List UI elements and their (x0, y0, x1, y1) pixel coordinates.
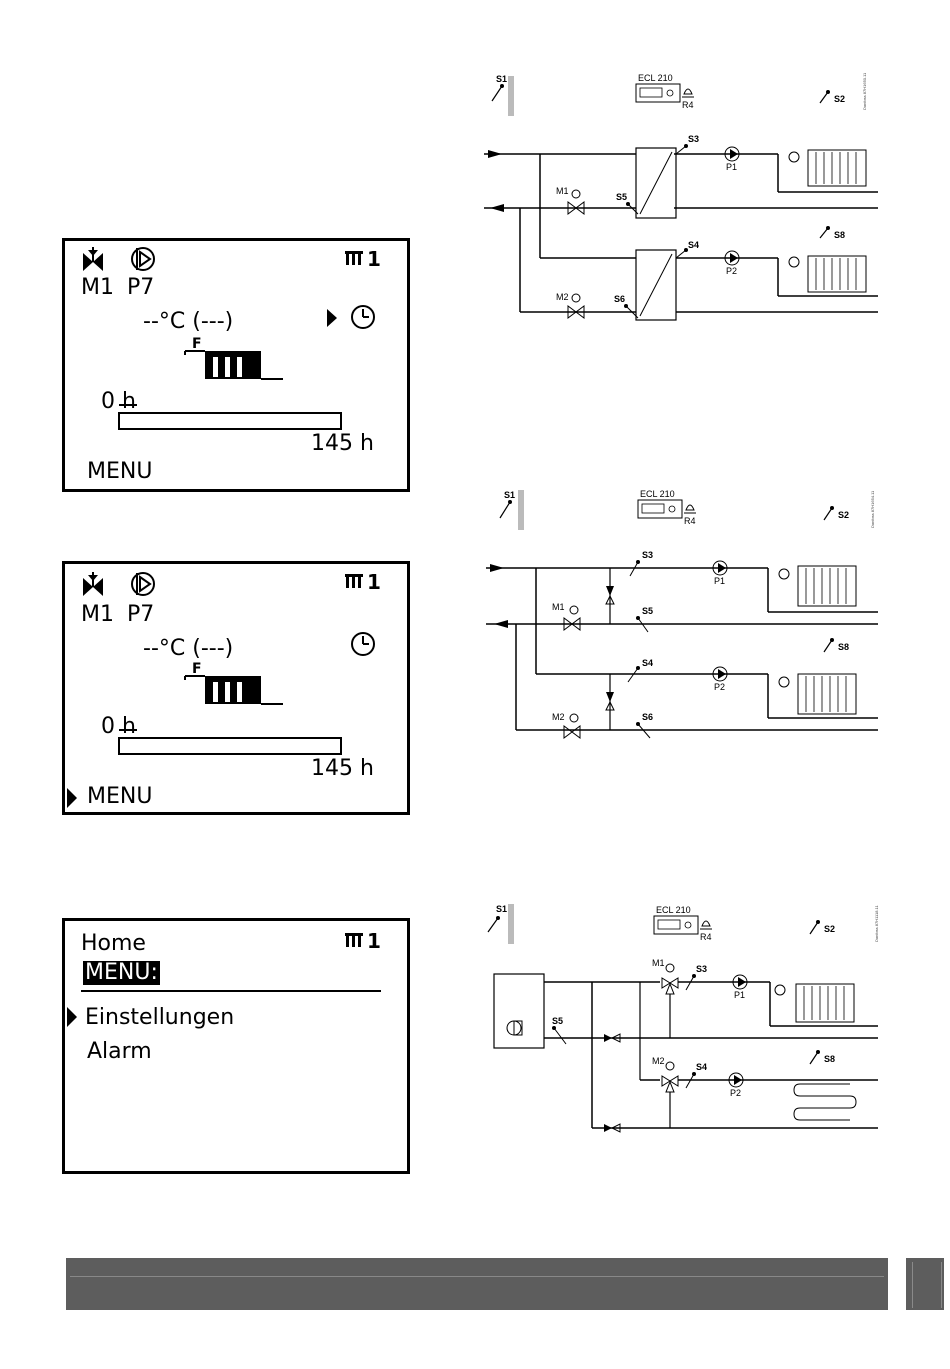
svg-text:S6: S6 (642, 712, 653, 722)
pump-icon (132, 573, 154, 595)
menu-item-alarm[interactable]: Alarm (87, 1041, 152, 1063)
svg-text:S2: S2 (824, 924, 835, 934)
hours-end: 145 h (311, 758, 374, 780)
mixer-label: M1 (81, 277, 114, 299)
svg-text:P1: P1 (714, 576, 725, 586)
display-panel-1: M1 P7 1 --°C (---) F 0 h 145 h MENU (62, 238, 410, 492)
svg-text:M2: M2 (556, 292, 569, 302)
comfort-schedule-bars (185, 676, 283, 704)
home-label[interactable]: Home (81, 933, 146, 955)
svg-text:M1: M1 (552, 602, 565, 612)
page-tab-marker (912, 1262, 942, 1308)
mixer-valve-icon (83, 572, 103, 596)
mixer-valve-icon (83, 247, 103, 271)
flag-label: F (192, 662, 202, 676)
svg-text:S1: S1 (496, 904, 507, 914)
svg-text:S4: S4 (696, 1062, 707, 1072)
svg-text:S8: S8 (838, 642, 849, 652)
mixer-label: M1 (81, 604, 114, 626)
menu-header: MENU: (83, 961, 160, 985)
svg-text:S5: S5 (642, 606, 653, 616)
diagram-code: Danfoss 87H1654.11 (870, 490, 875, 528)
svg-text:S8: S8 (834, 230, 845, 240)
system-diagram-1: S1 ECL 210 R4 S2 Danfoss 87H1650.11 S3 P… (480, 70, 890, 330)
svg-text:P2: P2 (714, 682, 725, 692)
selector-arrow-icon (67, 1007, 77, 1027)
svg-text:S5: S5 (552, 1016, 563, 1026)
svg-text:S6: S6 (614, 294, 625, 304)
svg-text:R4: R4 (682, 100, 694, 110)
selector-arrow-icon (67, 788, 77, 808)
svg-text:S3: S3 (696, 964, 707, 974)
hours-start: 0 h (101, 391, 136, 413)
svg-text:P1: P1 (726, 162, 737, 172)
svg-text:P1: P1 (734, 990, 745, 1000)
label-controller: ECL 210 (638, 73, 673, 83)
label-controller: ECL 210 (656, 905, 691, 915)
svg-text:S8: S8 (824, 1054, 835, 1064)
hours-progress-bar (119, 413, 341, 429)
circuit-number: 1 (367, 572, 381, 592)
comfort-schedule-bars (185, 351, 283, 379)
svg-text:S3: S3 (688, 134, 699, 144)
clock-icon (352, 633, 374, 655)
flag-label: F (192, 337, 202, 351)
clock-icon (352, 306, 374, 328)
svg-text:M1: M1 (556, 186, 569, 196)
svg-text:M1: M1 (652, 958, 665, 968)
pump-icon (132, 248, 154, 270)
system-diagram-3: S1 ECL 210 R4 S2 Danfoss 87H1118.11 S5 M… (480, 898, 890, 1138)
radiator-icon (345, 574, 363, 588)
system-diagram-2: S1 ECL 210 R4 S2 Danfoss 87H1654.11 S3 P… (480, 486, 890, 746)
svg-text:S1: S1 (504, 490, 515, 500)
hours-start: 0 h (101, 716, 136, 738)
diagram-code: Danfoss 87H1118.11 (874, 905, 879, 942)
menu-item-einstellungen[interactable]: Einstellungen (85, 1007, 234, 1029)
svg-text:M2: M2 (652, 1056, 665, 1066)
pump-label: P7 (127, 277, 154, 299)
circuit-number: 1 (367, 931, 381, 951)
footer-bar (66, 1258, 888, 1310)
svg-text:S5: S5 (616, 192, 627, 202)
selector-arrow-icon (327, 309, 337, 327)
circuit-number: 1 (367, 249, 381, 269)
svg-text:S3: S3 (642, 550, 653, 560)
label-controller: ECL 210 (640, 489, 675, 499)
radiator-icon (345, 933, 363, 947)
svg-text:R4: R4 (684, 516, 696, 526)
svg-text:R4: R4 (700, 932, 712, 942)
svg-text:S4: S4 (688, 240, 699, 250)
diagram-code: Danfoss 87H1650.11 (862, 72, 867, 110)
temperature-readout: --°C (---) (143, 638, 233, 660)
temperature-readout: --°C (---) (143, 311, 233, 333)
pump-label: P7 (127, 604, 154, 626)
svg-text:P2: P2 (726, 266, 737, 276)
display-panel-3: Home 1 MENU: Einstellungen Alarm (62, 918, 410, 1174)
footer-divider (70, 1276, 884, 1277)
svg-text:S2: S2 (838, 510, 849, 520)
menu-item[interactable]: MENU (87, 461, 152, 483)
hours-progress-bar (119, 738, 341, 754)
label-s1: S1 (496, 74, 507, 84)
menu-item-selected[interactable]: MENU (87, 786, 152, 808)
radiator-icon (345, 251, 363, 265)
hours-end: 145 h (311, 433, 374, 455)
svg-text:P2: P2 (730, 1088, 741, 1098)
svg-text:S2: S2 (834, 94, 845, 104)
display-panel-2: M1 P7 1 --°C (---) F 0 h 145 h MENU (62, 561, 410, 815)
svg-text:S4: S4 (642, 658, 653, 668)
svg-text:M2: M2 (552, 712, 565, 722)
